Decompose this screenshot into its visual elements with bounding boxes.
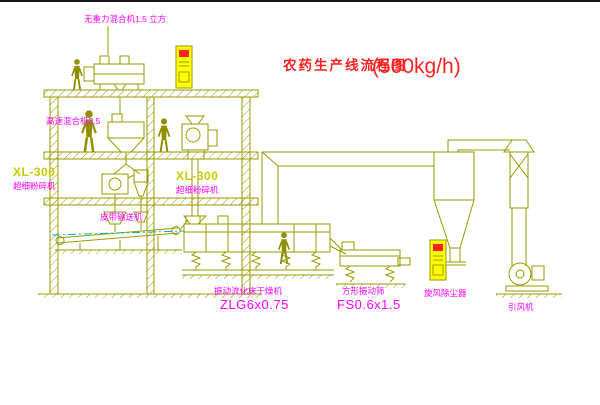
building-frame xyxy=(38,89,262,298)
label-screen-name: 方形振动筛 xyxy=(342,286,385,296)
label-screen-model: FS0.6x1.5 xyxy=(337,297,401,312)
left-pulverizer xyxy=(101,169,149,232)
label-left-mill-name: 超细粉碎机 xyxy=(13,181,56,191)
control-panel-1 xyxy=(175,45,193,89)
label-zero-gravity-mixer: 无重力混合机1.5 立方 xyxy=(84,14,166,24)
exhaust-duct xyxy=(261,151,434,224)
fluid-bed-dryer xyxy=(182,215,334,279)
induced-draft-fan xyxy=(496,262,562,298)
label-left-mill-model: XL-300 xyxy=(13,165,55,179)
label-dryer-name: 振动流化床干燥机 xyxy=(214,286,283,296)
cyclone-dust-collector xyxy=(433,139,514,266)
label-cyclone-name: 旋风除尘器 xyxy=(424,288,467,298)
label-belt-conveyor: 皮带输送机 xyxy=(100,212,143,222)
person-figure xyxy=(70,58,84,91)
diagram-title: 农药生产线流程图 xyxy=(282,57,407,73)
label-center-mill-model: XL-300 xyxy=(176,169,218,183)
diagram-capacity: (500kg/h) xyxy=(372,55,461,78)
zero-gravity-mixer xyxy=(83,26,145,114)
exhaust-stack xyxy=(503,139,535,266)
control-panel-2 xyxy=(429,239,447,281)
label-fan-name: 引风机 xyxy=(508,302,534,312)
center-pulverizer xyxy=(181,115,218,225)
label-center-mill-name: 超细粉碎机 xyxy=(176,185,219,195)
conveyor-centerline xyxy=(51,230,185,236)
belt-conveyor xyxy=(55,219,189,254)
vibrating-screen xyxy=(329,237,411,288)
high-speed-mixer xyxy=(106,113,146,175)
label-dryer-model: ZLG6x0.75 xyxy=(220,297,289,312)
label-high-speed-mixer: 高速混合机3.5 xyxy=(46,116,101,126)
person-figure xyxy=(157,117,171,154)
